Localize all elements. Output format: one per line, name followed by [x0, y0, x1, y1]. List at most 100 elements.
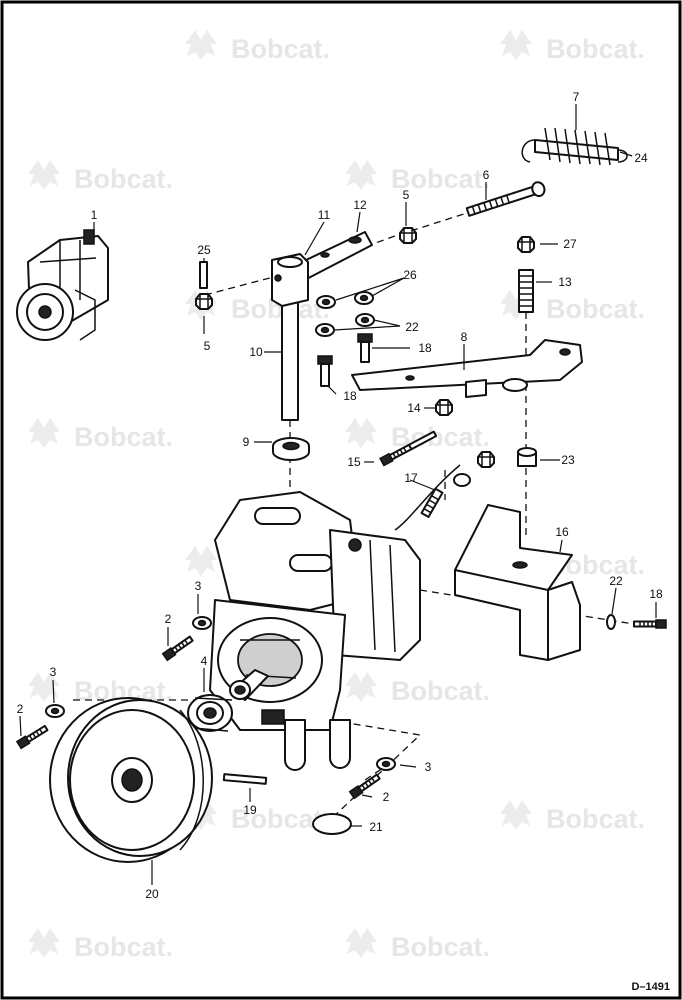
bobcat-logo-icon	[500, 800, 532, 830]
callout-labels: 1 2 2 2 3 3 3 4 5 5 6 7 8 9 10 11 12 13 …	[17, 90, 663, 901]
callout-15: 15	[347, 455, 361, 469]
pin	[199, 261, 208, 289]
callout-19: 19	[243, 803, 257, 817]
nut-14	[435, 399, 453, 416]
washer-17	[453, 473, 471, 487]
callout-8: 8	[461, 330, 468, 344]
bobcat-logo-icon	[500, 30, 532, 60]
leader-lines	[19, 104, 657, 885]
callout-3: 3	[425, 760, 432, 774]
bolt-18-vertical	[317, 355, 333, 387]
watermark: Bobcat.	[345, 672, 490, 706]
adjusting-rod	[465, 181, 546, 217]
nut-5-lower	[195, 293, 213, 310]
callout-16: 16	[555, 525, 569, 539]
fitting	[517, 447, 537, 467]
callout-9: 9	[243, 435, 250, 449]
watermark-text: Bobcat.	[231, 804, 330, 834]
spacer	[272, 437, 310, 461]
mounting-bracket	[454, 504, 581, 661]
watermark-text: Bobcat.	[74, 932, 173, 962]
watermark: Bobcat.	[28, 418, 173, 452]
wire-17	[394, 464, 461, 531]
pin-19	[222, 773, 268, 785]
watermark: Bobcat.	[28, 160, 173, 194]
bobcat-logo-icon	[28, 160, 60, 190]
plug	[312, 813, 352, 835]
watermark-text: Bobcat.	[546, 804, 645, 834]
bobcat-logo-icon	[345, 418, 377, 448]
bobcat-logo-icon	[28, 928, 60, 958]
nut-5-upper	[399, 227, 417, 244]
watermark: Bobcat.	[500, 290, 645, 324]
callout-17: 17	[404, 471, 418, 485]
watermark-text: Bobcat.	[231, 34, 330, 64]
bolt-18-vertical	[357, 333, 373, 363]
callout-1: 1	[91, 208, 98, 222]
callout-2: 2	[17, 702, 24, 716]
nut-27	[517, 236, 535, 253]
callout-21: 21	[369, 820, 383, 834]
callout-24: 24	[634, 151, 648, 165]
callout-2: 2	[383, 790, 390, 804]
watermark-text: Bobcat.	[391, 676, 490, 706]
callout-2: 2	[165, 612, 172, 626]
stud-17	[420, 487, 444, 518]
callout-5: 5	[204, 339, 211, 353]
watermark: Bobcat.	[185, 800, 330, 834]
bolt-18-right	[633, 619, 667, 629]
callout-27: 27	[563, 237, 577, 251]
callout-3: 3	[195, 579, 202, 593]
washer-26	[354, 291, 374, 305]
bobcat-logo-icon	[28, 418, 60, 448]
watermark-text: Bobcat.	[391, 164, 490, 194]
watermark: Bobcat.	[28, 928, 173, 962]
nut-17	[477, 451, 495, 468]
callout-6: 6	[483, 168, 490, 182]
washer-3-left	[45, 704, 65, 718]
spring	[521, 127, 628, 166]
callout-26: 26	[403, 268, 417, 282]
watermark-text: Bobcat.	[546, 294, 645, 324]
callout-18: 18	[343, 389, 357, 403]
callout-7: 7	[573, 90, 580, 104]
callout-25: 25	[197, 243, 211, 257]
pump-housing	[209, 491, 421, 771]
shaft	[271, 253, 309, 421]
callout-5: 5	[403, 188, 410, 202]
watermark: Bobcat.	[500, 800, 645, 834]
bobcat-logo-icon	[345, 672, 377, 702]
washer-22-right	[606, 614, 616, 630]
washer-3-lower	[376, 757, 396, 771]
washer-22	[315, 323, 335, 337]
bobcat-logo-icon	[185, 30, 217, 60]
watermark-text: Bobcat.	[74, 422, 173, 452]
watermark-text: Bobcat.	[546, 34, 645, 64]
stud	[518, 269, 534, 313]
callout-13: 13	[558, 275, 572, 289]
callout-22: 22	[405, 320, 419, 334]
callout-20: 20	[145, 887, 159, 901]
watermark-text: Bobcat.	[74, 164, 173, 194]
watermark-text: Bobcat.	[391, 932, 490, 962]
figure-id: D–1491	[631, 981, 670, 993]
callout-10: 10	[249, 345, 263, 359]
pulley	[49, 697, 213, 863]
bolt-2-upper	[161, 634, 195, 662]
washer-3-upper	[192, 616, 212, 630]
bolt-2-lower	[348, 772, 382, 800]
bolt-15	[379, 430, 438, 467]
callout-14: 14	[407, 401, 421, 415]
callout-4: 4	[201, 654, 208, 668]
callout-18: 18	[418, 341, 432, 355]
bobcat-logo-icon	[345, 928, 377, 958]
bobcat-logo-icon	[185, 546, 217, 576]
bracket-plate	[351, 339, 583, 398]
callout-18: 18	[649, 587, 663, 601]
watermark: Bobcat.	[345, 928, 490, 962]
bearing	[187, 694, 233, 732]
washer-22	[355, 313, 375, 327]
callout-23: 23	[561, 453, 575, 467]
